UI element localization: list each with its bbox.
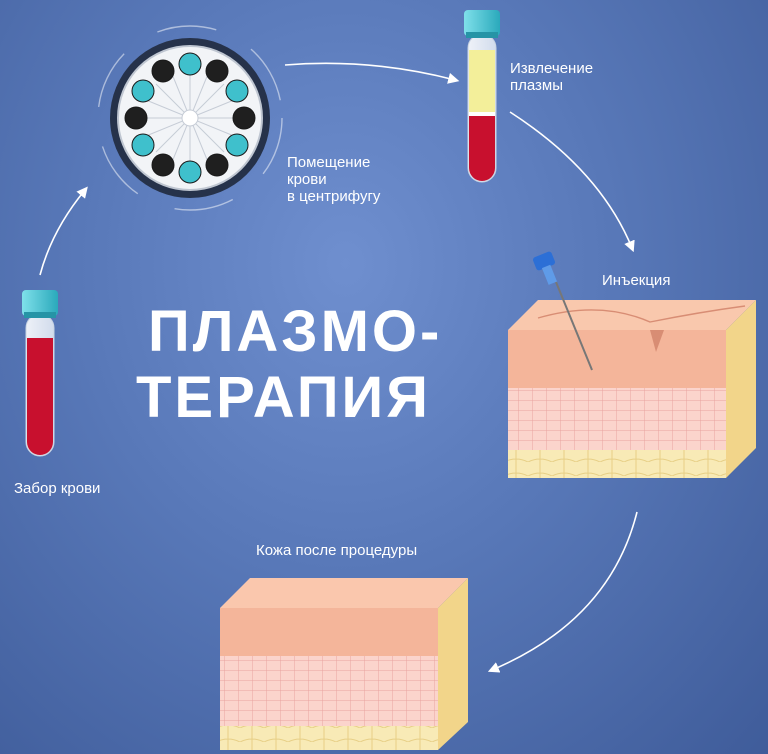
title-line-1: ПЛАЗМО- (148, 299, 443, 364)
step-label-plasma-extraction: Извлечение плазмы (510, 60, 594, 94)
arrow-2-to-3 (284, 62, 460, 84)
blood-tube-icon (22, 290, 58, 457)
healthy-skin-icon (220, 578, 468, 750)
skin-injection-icon (508, 251, 756, 478)
title-line-2: ТЕРАПИЯ (136, 365, 431, 430)
cycle-arrows (39, 62, 638, 673)
arrow-3-to-4 (509, 111, 635, 253)
centrifuge-icon (97, 25, 283, 211)
arrow-1-to-2 (39, 186, 88, 276)
plasma-tube-icon (464, 10, 500, 183)
arrow-4-to-5 (487, 511, 638, 673)
step-label-injection: Инъекция (602, 272, 671, 289)
step-label-centrifuge: Помещение крови в центрифугу (287, 154, 381, 205)
step-label-blood-draw: Забор крови (14, 480, 101, 497)
step-label-skin-after: Кожа после процедуры (256, 542, 418, 559)
